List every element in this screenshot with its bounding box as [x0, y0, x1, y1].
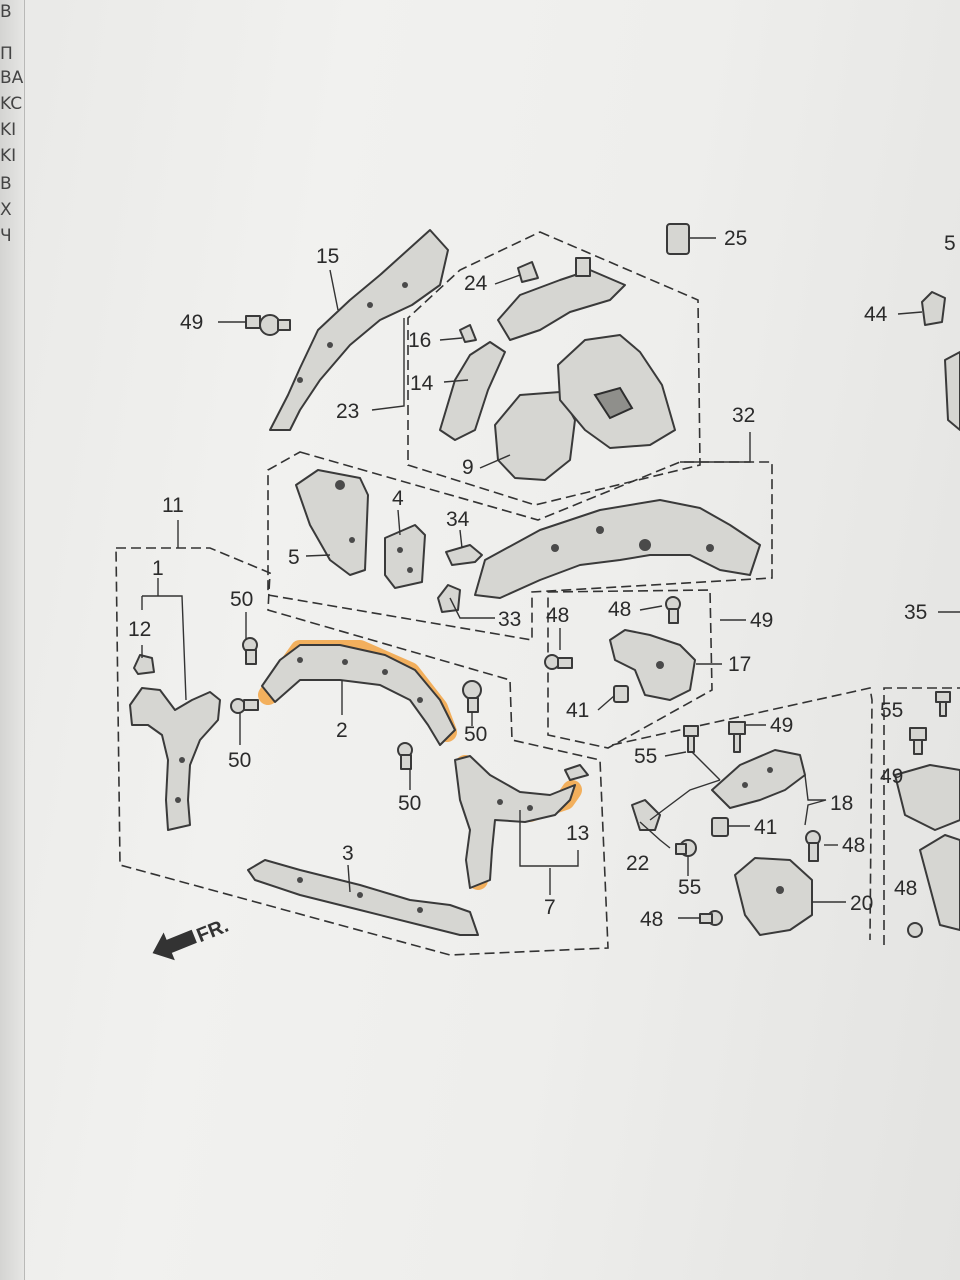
- part-48-bolts: [544, 596, 923, 938]
- margin-text: KC: [0, 94, 23, 114]
- part-7-clip: [564, 764, 589, 781]
- callout-label: 44: [864, 303, 888, 326]
- callout-label: 2: [336, 719, 348, 742]
- callout-label: 5: [944, 232, 956, 255]
- part-18-bracket: [711, 749, 806, 809]
- callout-label: 32: [732, 404, 755, 427]
- margin-text: Π: [0, 44, 13, 64]
- margin-text: X: [0, 200, 12, 220]
- part-41-clips: [613, 685, 729, 837]
- callout-label: 50: [228, 749, 251, 772]
- callout-label: 14: [410, 372, 434, 395]
- page-binding-edge: [0, 0, 25, 1280]
- callout-label: 25: [724, 227, 747, 250]
- callout-label: 1: [152, 557, 164, 580]
- callout-label: 49: [770, 714, 793, 737]
- part-50-bolts: [230, 637, 482, 770]
- part-5-bracket: [295, 469, 369, 576]
- callout-label: 34: [446, 508, 470, 531]
- part-2-upper-rail: [261, 644, 456, 746]
- front-direction-arrow-icon: FR.: [152, 915, 232, 961]
- callout-label: 55: [634, 745, 657, 768]
- direction-label: FR.: [194, 915, 232, 947]
- callout-label: 49: [750, 609, 773, 632]
- group-outline-far-right: [883, 687, 960, 945]
- part-55-49-bolts: [683, 691, 951, 755]
- callout-label: 15: [316, 245, 339, 268]
- callout-label: 11: [162, 494, 184, 517]
- margin-text: B: [0, 2, 12, 22]
- callout-label: 50: [464, 723, 487, 746]
- callout-label: 4: [392, 487, 404, 510]
- group-outline-17: [547, 589, 713, 749]
- group-outline-32: [267, 451, 773, 641]
- part-20-mount: [734, 857, 813, 936]
- callout-label: 18: [830, 792, 853, 815]
- group-outline-18: [611, 687, 873, 941]
- callout-label: 49: [880, 765, 903, 788]
- part-33-clip: [437, 584, 461, 613]
- part-25-clip: [666, 223, 690, 255]
- callout-label: 3: [342, 842, 354, 865]
- margin-text: KI: [0, 120, 17, 140]
- callout-label: 7: [544, 896, 556, 919]
- callout-label: 22: [626, 852, 649, 875]
- part-17-bracket: [609, 629, 696, 701]
- group-outline-23: [407, 231, 701, 506]
- callout-label: 48: [608, 598, 631, 621]
- callout-label: 35: [904, 601, 927, 624]
- callout-label: 41: [754, 816, 777, 839]
- callout-label: 48: [546, 604, 569, 627]
- callout-label: 20: [850, 892, 873, 915]
- callout-label: 5: [288, 546, 300, 569]
- callout-label: 50: [398, 792, 421, 815]
- part-44-clip: [921, 291, 946, 326]
- leader-lines: [141, 237, 960, 919]
- callout-label: 48: [640, 908, 663, 931]
- part-13-lower-arm: [454, 755, 576, 889]
- callout-label: 50: [230, 588, 253, 611]
- part-15-upper-member: [269, 229, 449, 431]
- part-22-clip: [631, 799, 661, 831]
- callout-label: 23: [336, 400, 359, 423]
- margin-text: KI: [0, 146, 17, 166]
- callout-label: 12: [128, 618, 151, 641]
- margin-text: B: [0, 174, 12, 194]
- part-49-bolt-top: [245, 314, 291, 336]
- callout-label: 41: [566, 699, 589, 722]
- group-outlines: [115, 231, 960, 956]
- callout-label: 24: [464, 272, 488, 295]
- callout-label: 48: [842, 834, 865, 857]
- callout-label: 13: [566, 822, 589, 845]
- callout-label: 49: [180, 311, 203, 334]
- callout-labels: 25 15 24 49 16 14 23 9 32 11 4 34 5 1 33…: [128, 227, 956, 931]
- group-outline-11: [115, 547, 609, 956]
- callout-label: 55: [880, 699, 903, 722]
- part-4-plate: [384, 524, 426, 589]
- part-23-group: [439, 257, 676, 481]
- margin-text: Ч: [0, 226, 12, 246]
- right-edge-parts: [894, 351, 960, 931]
- callout-label: 55: [678, 876, 701, 899]
- callout-label: 48: [894, 877, 917, 900]
- part-1-pillar: [129, 687, 221, 831]
- part-34-clip: [445, 544, 483, 566]
- callout-label: 17: [728, 653, 751, 676]
- part-3-lower-beam: [247, 859, 479, 936]
- callout-label: 33: [498, 608, 521, 631]
- callout-label: 9: [462, 456, 474, 479]
- margin-text: BA: [0, 68, 24, 88]
- part-12-clip: [133, 654, 155, 675]
- part-32-frame: [474, 499, 761, 599]
- callout-label: 16: [408, 329, 431, 352]
